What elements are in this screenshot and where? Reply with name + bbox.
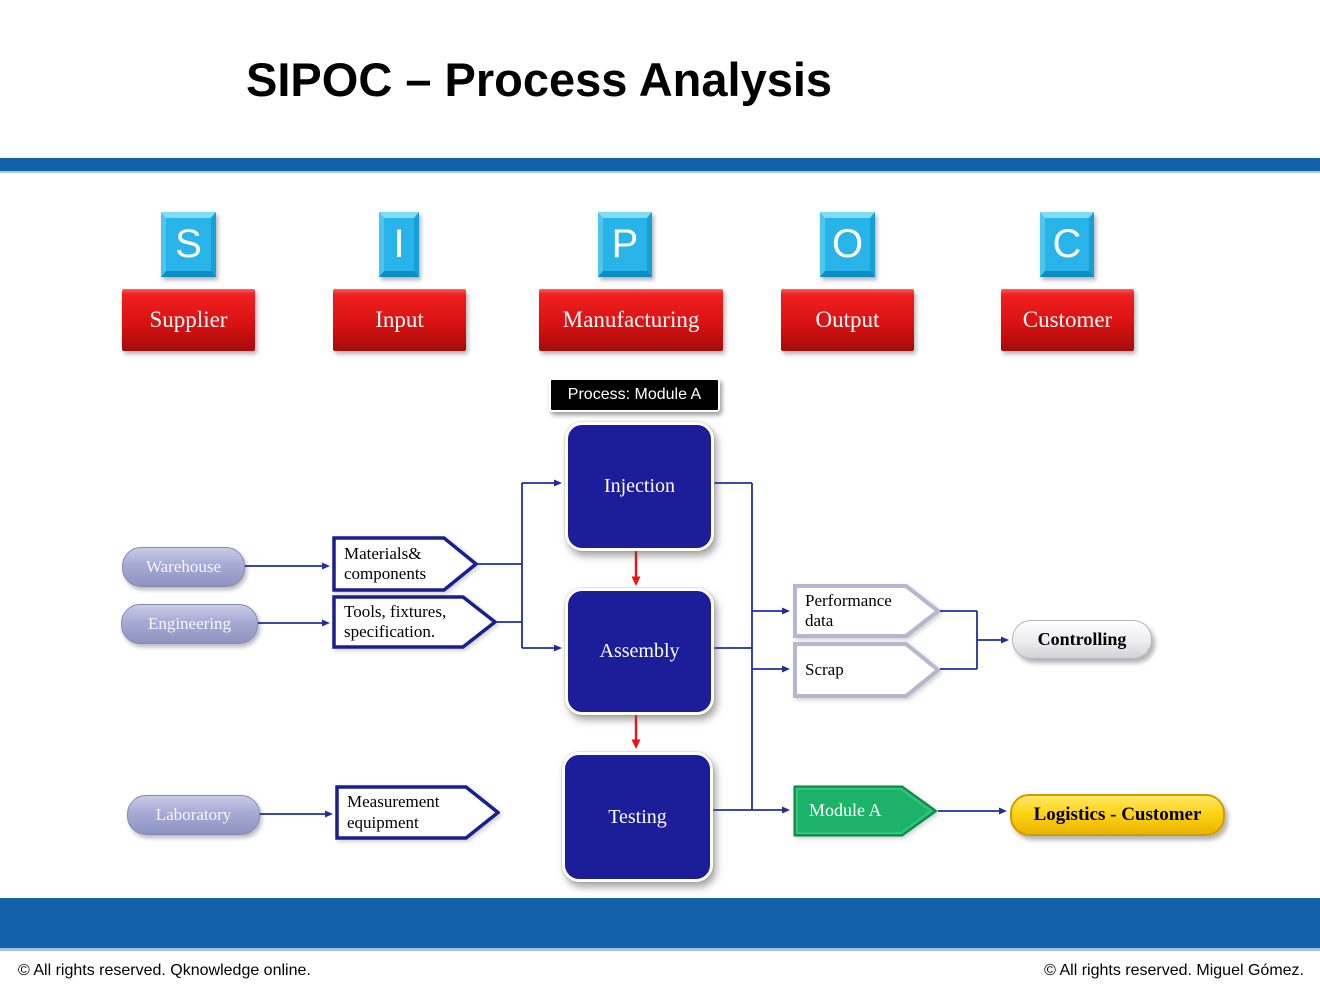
process-step-injection: Injection bbox=[565, 422, 714, 551]
copyright-right: © All rights reserved. Miguel Gómez. bbox=[1044, 962, 1304, 979]
category-process: Manufacturing bbox=[539, 289, 723, 351]
supplier-warehouse: Warehouse bbox=[122, 547, 245, 587]
input-tools-label: Tools, fixtures, specification. bbox=[344, 601, 447, 641]
supplier-laboratory: Laboratory bbox=[127, 795, 260, 835]
sipoc-letter-i: I bbox=[379, 212, 419, 277]
category-input: Input bbox=[333, 289, 466, 351]
process-step-testing: Testing bbox=[562, 752, 713, 882]
top-divider-bar bbox=[0, 158, 1320, 173]
category-output: Output bbox=[781, 289, 914, 351]
process-name-tag: Process: Module A bbox=[549, 378, 720, 412]
bottom-divider-bar bbox=[0, 898, 1320, 951]
input-measurement-label: Measurement equipment bbox=[347, 792, 440, 832]
output-performance-label: Performance data bbox=[805, 590, 892, 630]
category-supplier: Supplier bbox=[122, 289, 255, 351]
input-materials-components: Materials& components bbox=[332, 536, 478, 592]
output-module-a-label: Module A bbox=[809, 800, 882, 821]
output-module-a: Module A bbox=[793, 785, 938, 837]
supplier-engineering: Engineering bbox=[121, 604, 258, 644]
sipoc-letter-o: O bbox=[820, 212, 875, 277]
sipoc-letter-p: P bbox=[598, 212, 652, 277]
copyright-left: © All rights reserved. Qknowledge online… bbox=[18, 962, 311, 979]
input-measurement-equipment: Measurement equipment bbox=[335, 785, 500, 840]
sipoc-letter-s: S bbox=[161, 212, 216, 277]
customer-logistics: Logistics - Customer bbox=[1010, 794, 1225, 836]
category-customer: Customer bbox=[1001, 289, 1134, 351]
input-materials-label: Materials& components bbox=[344, 543, 427, 583]
process-step-assembly: Assembly bbox=[565, 588, 714, 715]
output-scrap-label: Scrap bbox=[805, 659, 844, 679]
output-scrap: Scrap bbox=[793, 642, 940, 698]
output-performance-data: Performance data bbox=[793, 584, 940, 638]
customer-controlling: Controlling bbox=[1012, 620, 1152, 659]
input-tools-fixtures: Tools, fixtures, specification. bbox=[332, 595, 497, 649]
page-title: SIPOC – Process Analysis bbox=[246, 53, 833, 106]
sipoc-letter-c: C bbox=[1040, 212, 1094, 277]
